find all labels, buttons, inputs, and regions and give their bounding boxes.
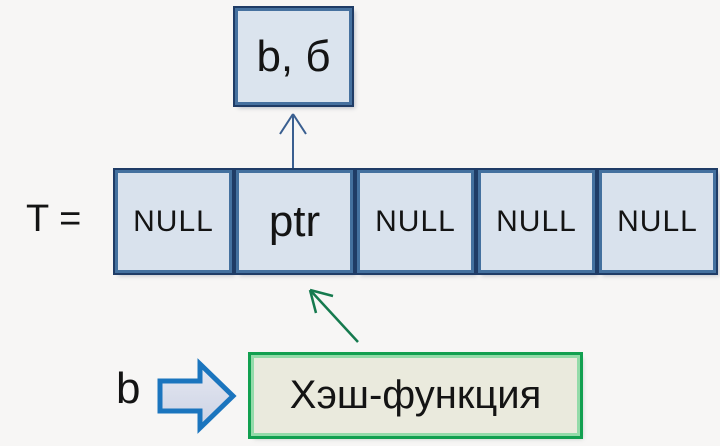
array-cell-4: NULL bbox=[599, 170, 716, 273]
key-label: b bbox=[116, 364, 141, 413]
array-cell-2: NULL bbox=[357, 170, 474, 273]
table-name-label: T = bbox=[26, 198, 82, 240]
diagonal-arrow-icon bbox=[308, 288, 359, 343]
bucket-box: b, б bbox=[235, 8, 352, 105]
cell-value: NULL bbox=[133, 204, 214, 238]
cell-value: NULL bbox=[375, 204, 456, 238]
cell-value: NULL bbox=[496, 204, 577, 238]
up-arrow-icon bbox=[279, 113, 307, 170]
hash-table-array: NULL ptr NULL NULL NULL bbox=[115, 170, 716, 273]
hash-function-label: Хэш-функция bbox=[289, 373, 542, 417]
cell-value: ptr bbox=[268, 196, 321, 246]
cell-value: NULL bbox=[617, 204, 698, 238]
block-arrow-icon bbox=[157, 358, 237, 434]
array-cell-3: NULL bbox=[478, 170, 595, 273]
array-cell-1: ptr bbox=[236, 170, 353, 273]
bucket-label: b, б bbox=[256, 31, 331, 81]
hash-function-box: Хэш-функция bbox=[251, 355, 580, 436]
array-cell-0: NULL bbox=[115, 170, 232, 273]
